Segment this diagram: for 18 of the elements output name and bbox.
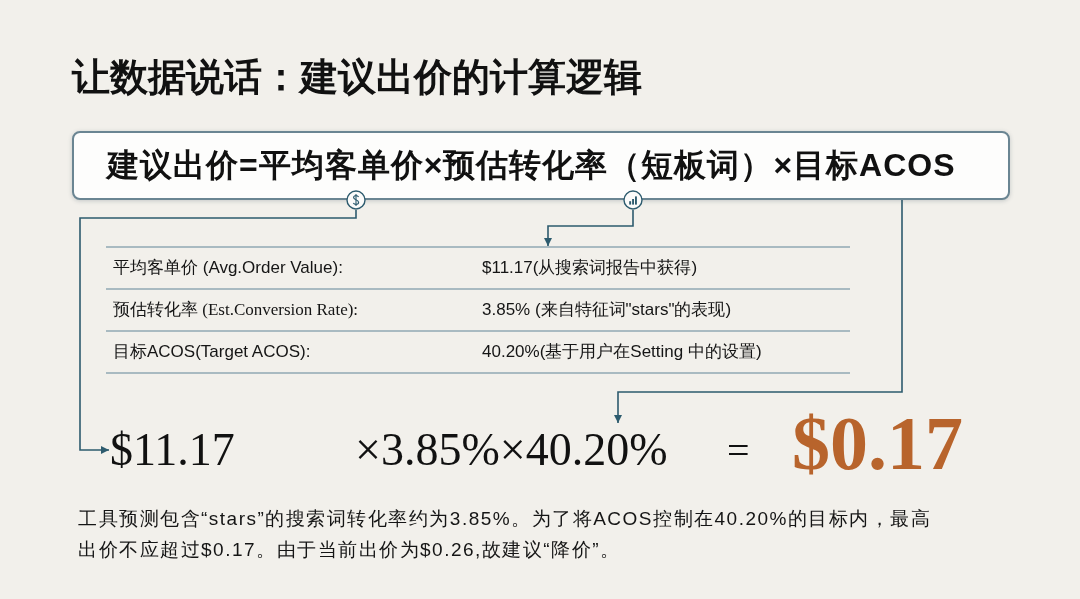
row-value: 40.20%(基于用户在Setting 中的设置) xyxy=(482,341,762,363)
connector-arrow xyxy=(79,209,357,454)
row-label: 平均客单价 (Avg.Order Value): xyxy=(113,257,343,279)
row-label: 目标ACOS(Target ACOS): xyxy=(113,341,311,363)
title: 让数据说话：建议出价的计算逻辑 xyxy=(72,55,642,100)
row-value: 3.85% (来自特征词"stars"的表现) xyxy=(482,299,732,321)
result-value: $0.17 xyxy=(792,403,963,483)
row-value: $11.17(从搜索词报告中获得) xyxy=(482,257,698,279)
formula-factors: ×3.85%×40.20% xyxy=(355,424,668,476)
formula-value: $11.17 xyxy=(110,424,235,476)
caption-text: 工具预测包含“stars”的搜索词转化率约为3.85%。为了将ACOS控制在40.20%的目标内，最高出价不应超过$0.17。由于当前出价为$0.26,故建议“降价”。 xyxy=(78,507,933,562)
bar-chart-icon xyxy=(623,190,643,210)
equals-sign: = xyxy=(727,428,750,474)
formula-box: 建议出价=平均客单价×预估转化率（短板词）×目标ACOS xyxy=(72,131,1010,200)
connector-arrow xyxy=(614,199,903,424)
row-label: 预估转化率 (Est.Conversion Rate): xyxy=(113,299,359,321)
dollar-icon xyxy=(346,190,366,210)
connector-arrow xyxy=(544,209,634,247)
